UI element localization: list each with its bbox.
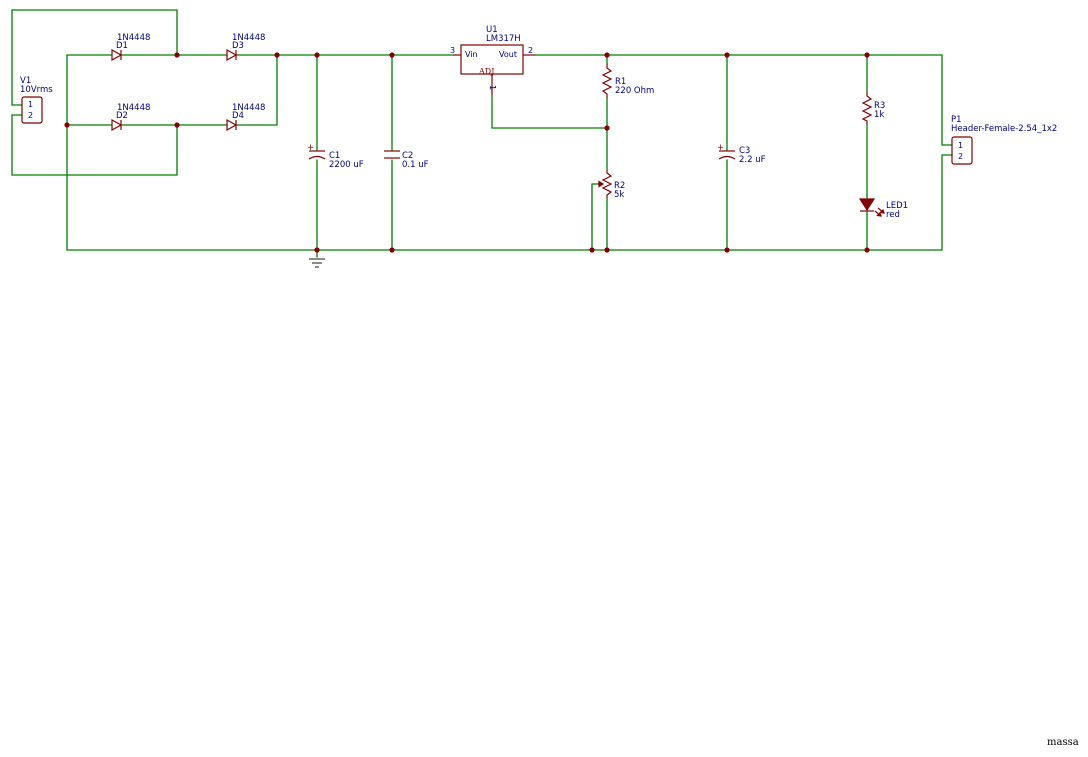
u1-adj-label: ADJ — [478, 67, 494, 76]
c1-ref: C1 — [329, 151, 340, 161]
c1-capacitor[interactable]: + C1 2200 uF — [307, 143, 364, 170]
junction-dot — [64, 122, 70, 128]
wire-p1-pin1 — [941, 54, 953, 146]
r1-ref: R1 — [615, 77, 626, 87]
resistor-icon — [601, 64, 613, 98]
c3-capacitor[interactable]: + C3 2.2 uF — [717, 143, 766, 165]
wires — [11, 9, 953, 258]
r2-value: 5k — [614, 190, 624, 200]
c2-value: 0.1 uF — [402, 160, 429, 170]
junction-dot — [389, 52, 395, 58]
connector-icon — [21, 96, 43, 124]
r1-resistor[interactable]: R1 220 Ohm — [601, 64, 654, 98]
capacitor-curved-plate — [308, 155, 326, 160]
c3-ref: C3 — [739, 146, 750, 156]
junction-dot — [314, 247, 320, 253]
d3-value: 1N4448 — [232, 33, 265, 43]
p1-value: Header-Female-2.54_1x2 — [951, 124, 1057, 134]
junction-dot — [174, 52, 180, 58]
led1-ref: LED1 — [886, 201, 908, 211]
wire-r2-wiper — [591, 183, 599, 251]
led1-led[interactable]: LED1 red — [858, 198, 908, 220]
junctions — [64, 52, 870, 253]
junction-dot — [724, 52, 730, 58]
c1-value: 2200 uF — [329, 160, 364, 170]
capacitor-curved-plate — [718, 155, 736, 160]
ground-symbol — [309, 258, 325, 268]
d3-ref: D3 — [232, 41, 244, 51]
u1-vin-label: Vin — [465, 50, 478, 59]
junction-dot — [174, 122, 180, 128]
resistor-icon — [861, 92, 873, 124]
light-arrow-icon — [879, 208, 885, 214]
c1-polarity: + — [307, 143, 314, 153]
c3-polarity: + — [717, 143, 724, 153]
d4-ref: D4 — [232, 111, 244, 121]
potentiometer-icon — [601, 170, 613, 198]
r1-value: 220 Ohm — [615, 86, 654, 96]
junction-dot — [274, 52, 280, 58]
c2-capacitor[interactable]: C2 0.1 uF — [384, 150, 429, 170]
junction-dot — [864, 247, 870, 253]
junction-dot — [589, 247, 595, 253]
v1-ref: V1 — [20, 76, 31, 86]
wire-adj — [491, 94, 608, 129]
u1-pin1-number: 1 — [488, 85, 497, 90]
r3-ref: R3 — [874, 101, 885, 111]
r2-ref: R2 — [614, 181, 625, 191]
sheet-footer-text: massa — [1047, 737, 1079, 748]
led-icon — [858, 198, 876, 212]
d4-diode[interactable]: 1N4448 D4 — [226, 103, 265, 132]
v1-connector[interactable]: 1 2 V1 10Vrms — [20, 76, 53, 124]
wiper-arrow-icon — [598, 180, 605, 188]
c2-ref: C2 — [402, 151, 413, 161]
u1-value: LM317H — [486, 34, 521, 44]
v1-value: 10Vrms — [20, 85, 53, 95]
p1-pin1: 1 — [958, 141, 963, 150]
u1-pin2-number: 2 — [528, 46, 533, 55]
d1-value: 1N4448 — [117, 33, 150, 43]
p1-connector[interactable]: 1 2 P1 Header-Female-2.54_1x2 — [951, 115, 1057, 165]
d1-ref: D1 — [116, 41, 128, 51]
led1-value: red — [886, 210, 900, 220]
junction-dot — [314, 52, 320, 58]
junction-dot — [724, 247, 730, 253]
diode-icon — [226, 118, 238, 132]
wire-d4-right — [236, 54, 278, 126]
d3-diode[interactable]: 1N4448 D3 — [226, 33, 265, 62]
connector-icon — [951, 136, 973, 165]
d2-value: 1N4448 — [117, 103, 150, 113]
light-arrow-icon — [876, 211, 882, 217]
d1-diode[interactable]: 1N4448 D1 — [111, 33, 150, 62]
d2-diode[interactable]: 1N4448 D2 — [111, 103, 150, 132]
p1-pin2: 2 — [958, 152, 963, 161]
d4-value: 1N4448 — [232, 103, 265, 113]
v1-pin1: 1 — [28, 100, 33, 109]
diode-icon — [111, 48, 123, 62]
u1-pin3-number: 3 — [450, 46, 455, 55]
v1-pin2: 2 — [28, 111, 33, 120]
wire-v1-top — [11, 9, 178, 106]
u1-vout-label: Vout — [499, 50, 517, 59]
r2-potentiometer[interactable]: R2 5k — [598, 170, 625, 200]
p1-ref: P1 — [951, 115, 962, 125]
r3-value: 1k — [874, 110, 884, 120]
junction-dot — [389, 247, 395, 253]
u1-regulator[interactable]: U1 LM317H Vin Vout ADJ 3 2 1 — [450, 25, 535, 95]
junction-dot — [604, 247, 610, 253]
diode-icon — [226, 48, 238, 62]
junction-dot — [604, 125, 610, 131]
wire-v1-bottom — [11, 114, 178, 176]
diode-icon — [111, 118, 123, 132]
wire-p1-pin2 — [941, 154, 953, 251]
c3-value: 2.2 uF — [739, 155, 766, 165]
d2-ref: D2 — [116, 111, 128, 121]
u1-ref: U1 — [486, 25, 498, 35]
junction-dot — [864, 52, 870, 58]
junction-dot — [604, 52, 610, 58]
r3-resistor[interactable]: R3 1k — [861, 92, 885, 124]
